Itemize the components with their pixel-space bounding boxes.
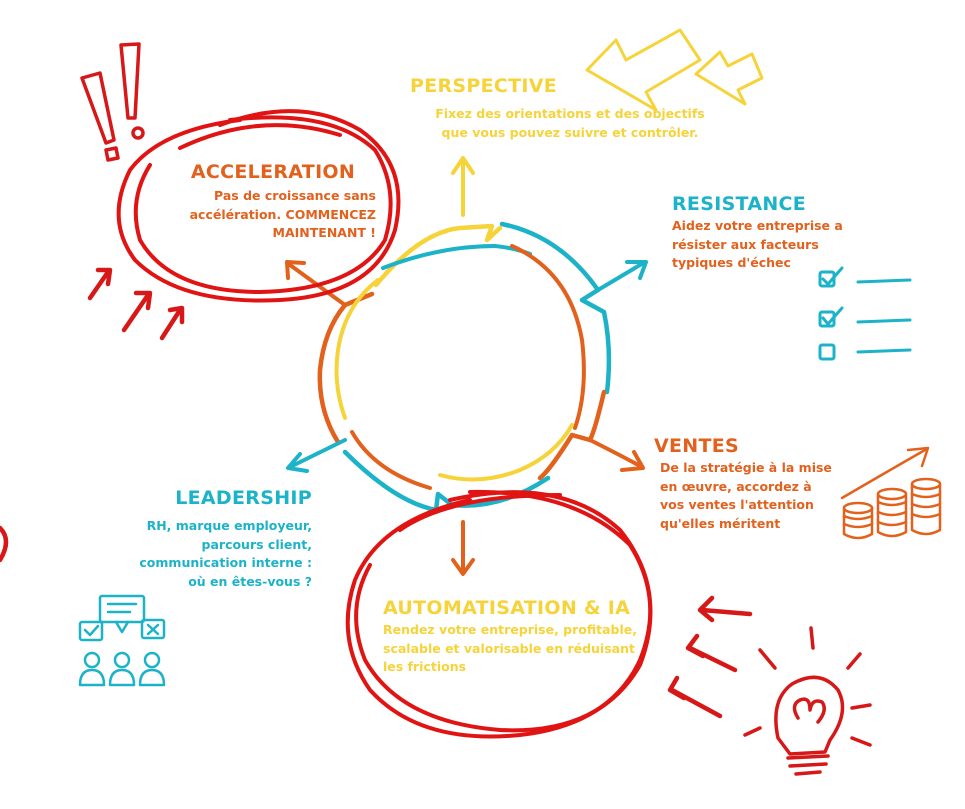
resistance-desc-line: Aidez votre entreprise a bbox=[672, 217, 843, 233]
double-arrow-icon bbox=[585, 28, 764, 112]
acceleration-desc-line: MAINTENANT ! bbox=[272, 225, 376, 241]
automatisation-desc-line: scalable et valorisable en réduisant bbox=[383, 640, 635, 656]
exclamation-marks-icon bbox=[80, 42, 145, 162]
team-chat-icon bbox=[78, 594, 166, 687]
red-pointer-arrows bbox=[667, 595, 753, 719]
resistance-title: RESISTANCE bbox=[672, 193, 807, 215]
cycle-arrows bbox=[285, 156, 648, 576]
leadership-description: RH, marque employeur, parcours client, c… bbox=[100, 517, 312, 592]
perspective-desc-line: Fixez des orientations et des objectifs bbox=[435, 105, 705, 121]
cycle-outer-ring bbox=[317, 221, 612, 513]
ventes-block: VENTES De la stratégie à la mise en œuvr… bbox=[654, 436, 854, 534]
perspective-title: PERSPECTIVE bbox=[410, 75, 558, 97]
ventes-description: De la stratégie à la mise en œuvre, acco… bbox=[654, 459, 854, 534]
acceleration-highlight-circle bbox=[116, 109, 401, 303]
ventes-desc-line: De la stratégie à la mise bbox=[660, 459, 832, 475]
acceleration-desc-line: accélération. COMMENCEZ bbox=[189, 206, 376, 222]
resistance-desc-line: résister aux facteurs bbox=[672, 236, 819, 252]
ventes-desc-line: en œuvre, accordez à bbox=[660, 478, 812, 494]
perspective-description: Fixez des orientations et des objectifs … bbox=[400, 105, 740, 143]
leadership-title: LEADERSHIP bbox=[175, 487, 312, 509]
automatisation-block: AUTOMATISATION & IA Rendez votre entrepr… bbox=[383, 598, 673, 677]
acceleration-description: Pas de croissance sans accélération. COM… bbox=[140, 187, 376, 243]
acceleration-desc-line: Pas de croissance sans bbox=[214, 187, 376, 203]
cycle-inner-ring bbox=[334, 244, 586, 490]
automatisation-title: AUTOMATISATION & IA bbox=[383, 597, 631, 619]
automatisation-desc-line: Rendez votre entreprise, profitable, bbox=[383, 621, 638, 637]
ventes-desc-line: vos ventes l'attention bbox=[660, 497, 814, 513]
resistance-description: Aidez votre entreprise a résister aux fa… bbox=[672, 217, 872, 273]
perspective-desc-line: que vous pouvez suivre et contrôler. bbox=[441, 124, 699, 140]
leadership-block: LEADERSHIP RH, marque employeur, parcour… bbox=[100, 488, 312, 592]
leadership-desc-line: parcours client, bbox=[201, 536, 312, 552]
acceleration-block: ACCELERATION Pas de croissance sans accé… bbox=[140, 162, 376, 243]
perspective-block: PERSPECTIVE Fixez des orientations et de… bbox=[400, 76, 740, 142]
checklist-icon bbox=[818, 266, 912, 361]
ventes-title: VENTES bbox=[654, 435, 740, 457]
automatisation-highlight-circle bbox=[345, 489, 653, 739]
resistance-block: RESISTANCE Aidez votre entreprise a rési… bbox=[672, 194, 872, 273]
leadership-desc-line: communication interne : bbox=[139, 555, 312, 571]
ventes-desc-line: qu'elles méritent bbox=[660, 516, 781, 532]
automatisation-desc-line: les frictions bbox=[383, 659, 467, 675]
coins-growth-icon bbox=[840, 446, 942, 540]
acceleration-title: ACCELERATION bbox=[190, 161, 356, 183]
leadership-desc-line: RH, marque employeur, bbox=[146, 517, 312, 533]
automatisation-description: Rendez votre entreprise, profitable, sca… bbox=[383, 621, 673, 677]
leadership-desc-line: où en êtes-vous ? bbox=[188, 574, 312, 590]
lightbulb-icon bbox=[743, 626, 872, 776]
red-strokes-icon bbox=[0, 267, 185, 563]
resistance-desc-line: typiques d'échec bbox=[672, 255, 791, 271]
